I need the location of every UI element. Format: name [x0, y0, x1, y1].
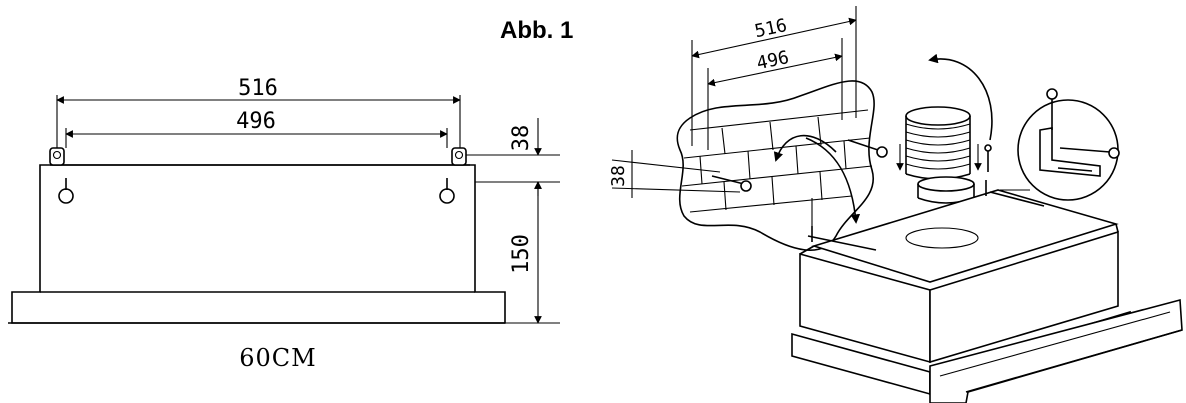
hood-duct-opening	[905, 227, 979, 249]
p-dim-label-38: 38	[608, 165, 629, 187]
hood-rail-left	[807, 235, 877, 251]
figure-title: Abb. 1	[500, 17, 573, 44]
dim-label-496: 496	[236, 109, 276, 134]
p-dim-line-516	[691, 17, 857, 59]
p-dim-label-516: 516	[753, 15, 789, 42]
dim-label-150: 150	[509, 234, 534, 274]
duct-collar	[917, 176, 975, 204]
p-ext-38-top	[611, 159, 721, 173]
visor-edge	[965, 329, 1183, 393]
p-ext-38-bottom	[611, 187, 741, 193]
rotate-arrow-top	[928, 53, 993, 141]
right-bracket-hole	[454, 150, 464, 160]
dim-label-516: 516	[238, 76, 278, 101]
p-dim-line-496	[707, 53, 843, 87]
hood-side-face	[929, 230, 1119, 364]
top-screw	[984, 144, 992, 172]
hood-rail-right	[989, 191, 1045, 207]
wall-screw-left	[711, 175, 752, 192]
left-keyhole	[58, 178, 74, 204]
left-bracket	[49, 147, 65, 166]
visor-groove	[939, 311, 1171, 377]
flex-duct	[905, 106, 971, 180]
bracket-detail-callout	[1000, 88, 1120, 201]
right-keyhole	[439, 178, 455, 204]
rotate-arrow-wall	[773, 134, 837, 162]
wall-section	[676, 80, 875, 251]
mount-arrow-hood	[805, 137, 861, 224]
wall-screw-right	[847, 139, 888, 158]
hood-outline	[11, 164, 506, 324]
hood-back-edge	[1115, 223, 1119, 233]
perspective-view: 516 496 38	[608, 6, 1183, 403]
hood-top-edge	[799, 245, 815, 255]
front-view: 516 496 38 150 60CM	[8, 76, 560, 372]
dim-label-38: 38	[509, 125, 534, 152]
left-bracket-hole	[52, 150, 62, 160]
right-bracket	[451, 147, 467, 166]
hood-width-label: 60CM	[239, 344, 316, 372]
p-dim-label-496: 496	[755, 47, 791, 74]
wall-bricks	[681, 109, 873, 213]
